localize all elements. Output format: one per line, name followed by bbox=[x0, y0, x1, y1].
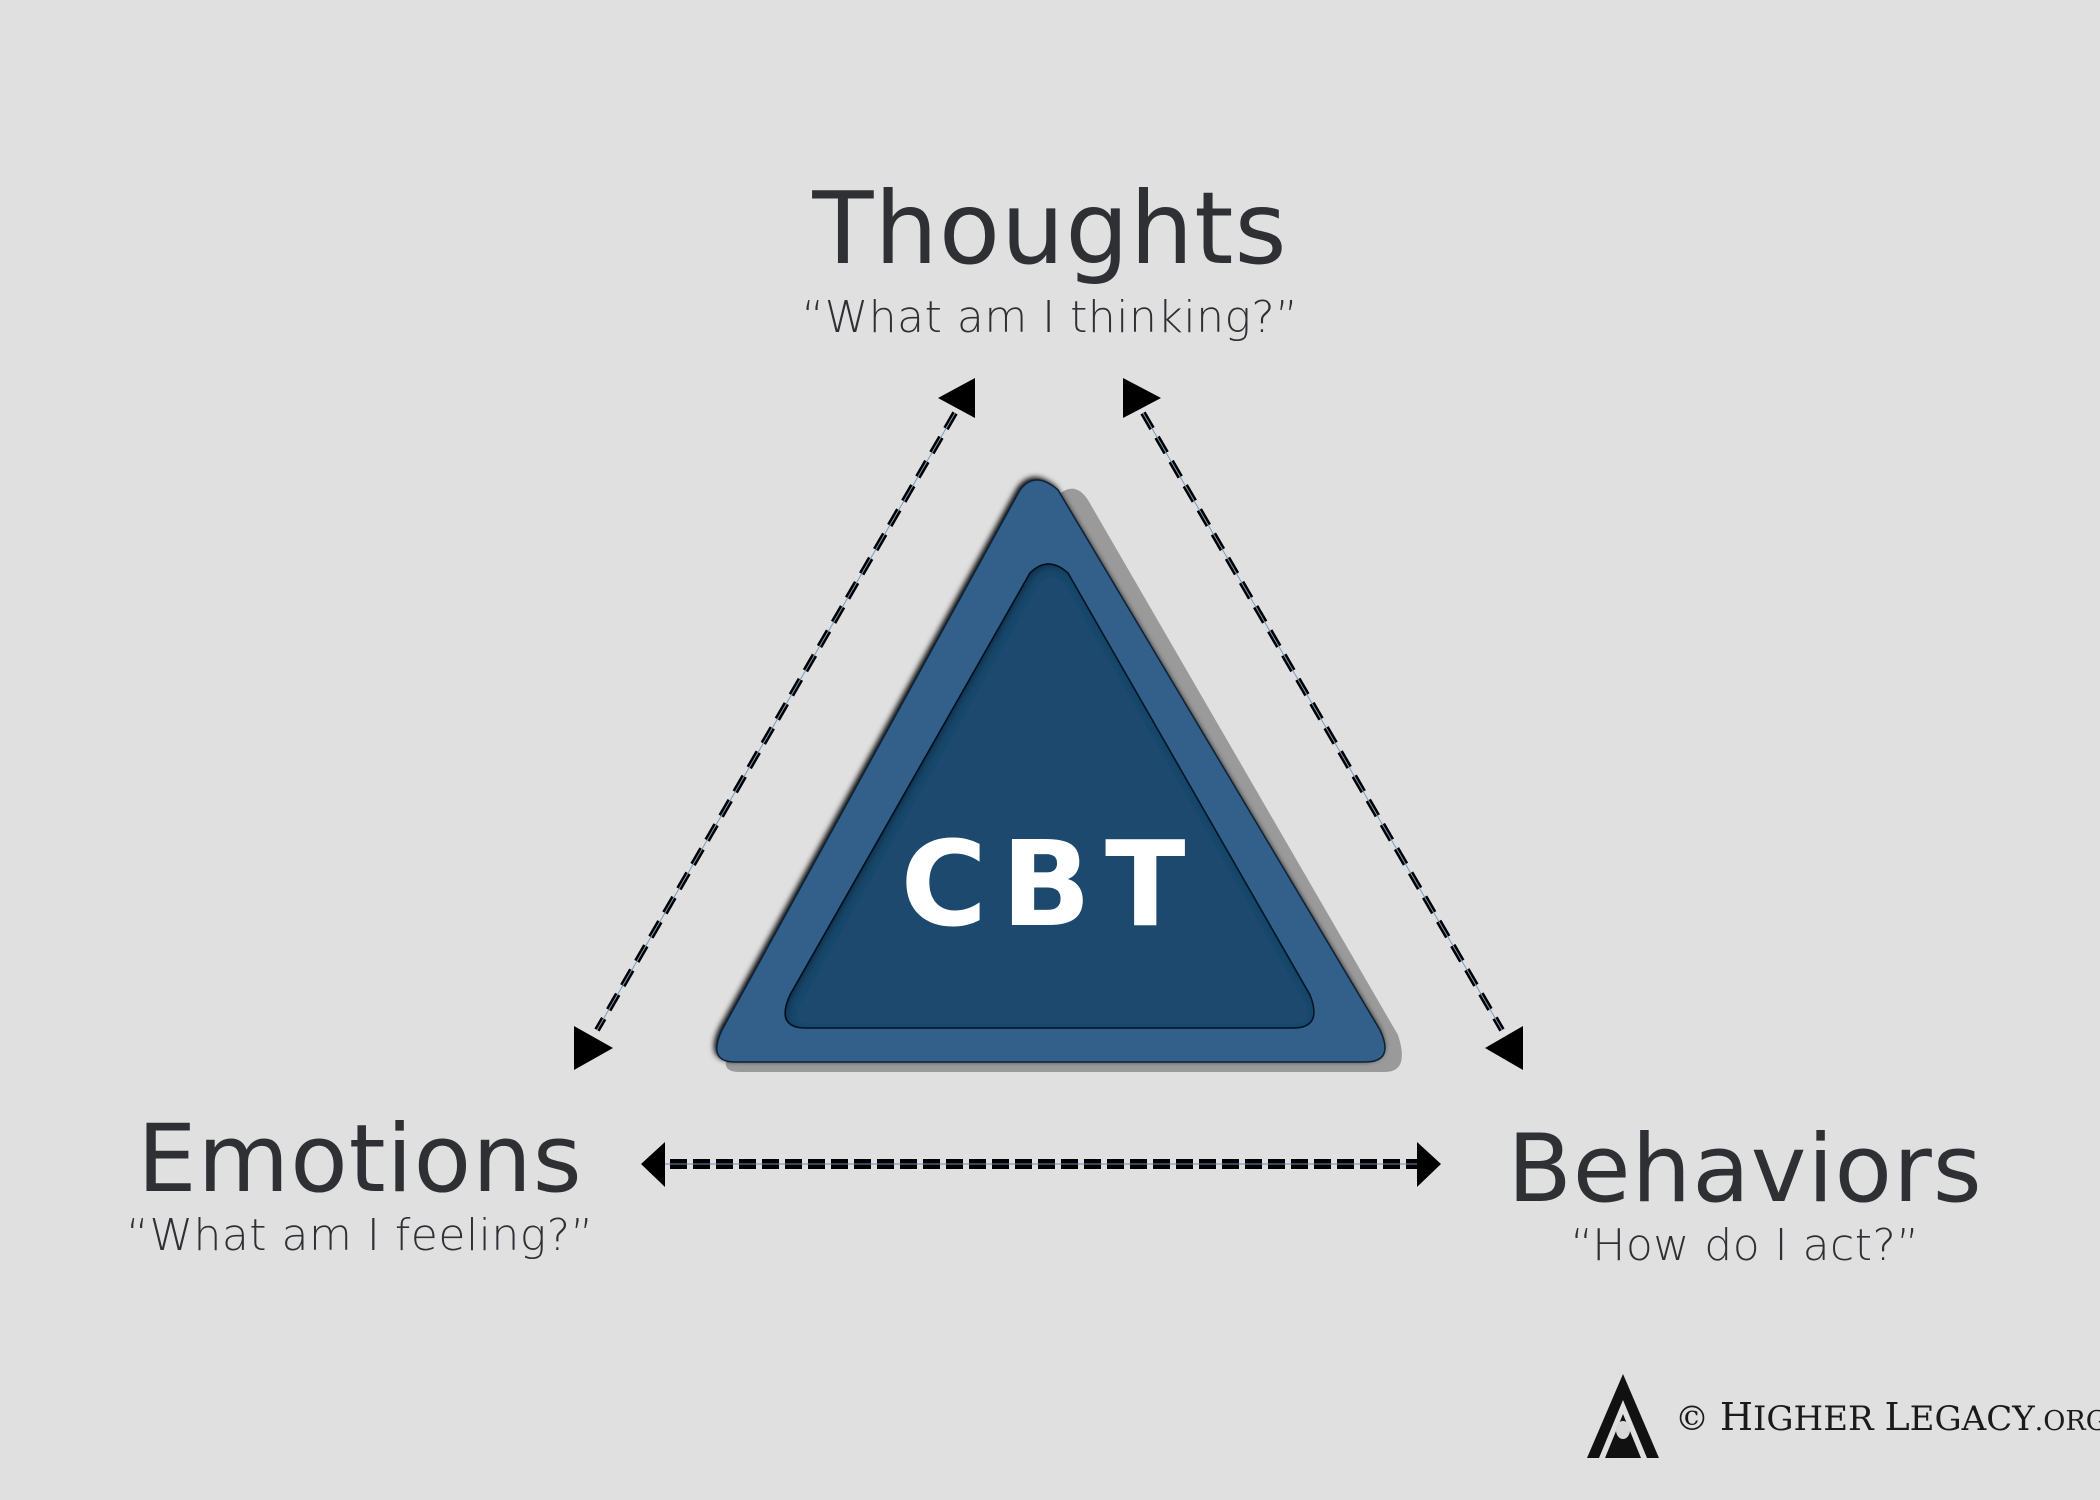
brand-suffix-org: .ORG bbox=[2034, 1406, 2100, 1437]
arrowhead-icon bbox=[1485, 1026, 1523, 1070]
thoughts-question: “What am I thinking?” bbox=[801, 292, 1299, 343]
triangle-inner bbox=[784, 563, 1315, 1029]
brand-word-egacy: EGACY bbox=[1909, 1399, 2035, 1439]
footer-brand: © HIGHER LEGACY.ORG bbox=[1585, 1372, 2100, 1462]
footer-copyright-text: © HIGHER LEGACY.ORG bbox=[1675, 1395, 2100, 1439]
higher-legacy-logo-icon bbox=[1587, 1374, 1659, 1458]
emotions-question: “What am I feeling?” bbox=[126, 1210, 594, 1261]
thoughts-title: Thoughts bbox=[812, 170, 1288, 287]
arrowhead-icon bbox=[938, 378, 975, 418]
connector-emotions-behaviors bbox=[641, 1142, 1441, 1187]
cbt-label: CBT bbox=[900, 815, 1200, 953]
brand-initial-l: L bbox=[1884, 1395, 1910, 1439]
guide-line bbox=[596, 412, 956, 1031]
copyright-symbol: © bbox=[1675, 1399, 1709, 1439]
connector-thoughts-behaviors bbox=[1123, 378, 1523, 1070]
brand-word-igher: IGHER bbox=[1752, 1399, 1874, 1439]
connector-thoughts-emotions bbox=[574, 378, 975, 1070]
emotions-title: Emotions bbox=[137, 1105, 583, 1214]
arrowhead-icon bbox=[574, 1026, 613, 1070]
arrowhead-icon bbox=[1417, 1142, 1441, 1187]
arrowhead-icon bbox=[641, 1142, 665, 1187]
brand-initial-h: H bbox=[1719, 1395, 1753, 1439]
arrowhead-icon bbox=[1123, 378, 1161, 418]
behaviors-title: Behaviors bbox=[1507, 1115, 1983, 1224]
guide-line bbox=[1142, 412, 1503, 1031]
cbt-triangle bbox=[716, 479, 1402, 1073]
behaviors-question: “How do I act?” bbox=[1570, 1220, 1920, 1271]
